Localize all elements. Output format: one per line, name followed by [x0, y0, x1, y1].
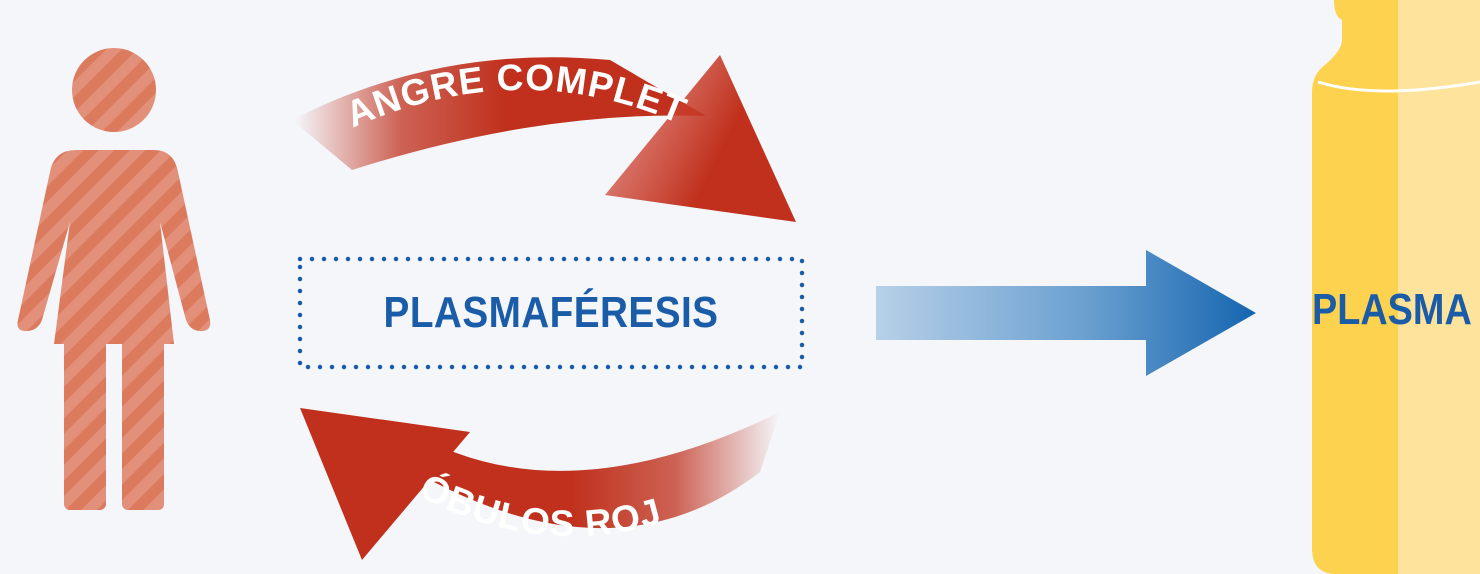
process-label: PLASMAFÉRESIS: [383, 288, 719, 337]
whole-blood-arrow: [292, 55, 796, 222]
product-label: PLASMA: [1312, 285, 1472, 334]
process-box: [297, 256, 805, 370]
person-female-icon: [17, 48, 211, 510]
plasma-bottle-icon: [1312, 0, 1480, 574]
output-arrow: [876, 250, 1256, 376]
red-cells-arrow: [300, 408, 780, 560]
